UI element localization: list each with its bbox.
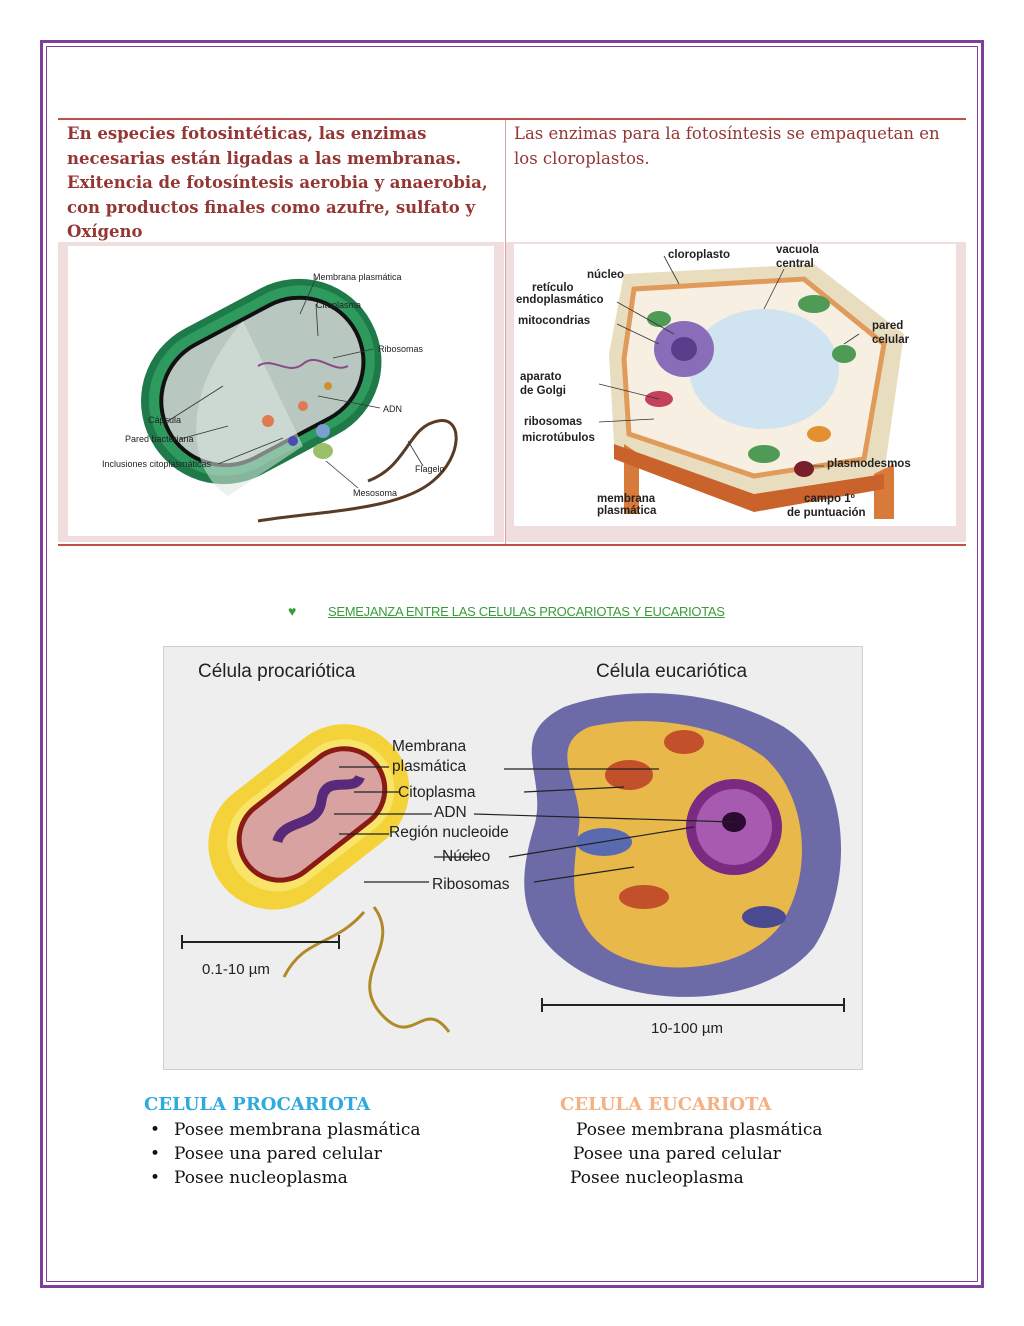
label-mesosoma: Mesosoma	[353, 488, 397, 498]
label-central: central	[776, 258, 814, 270]
list-item-text: Posee nucleoplasma	[174, 1168, 348, 1188]
scale-procariota: 0.1-10 µm	[202, 961, 270, 978]
table-top-rule	[58, 118, 966, 120]
list-item-text: Posee una pared celular	[174, 1144, 382, 1164]
table-bottom-rule	[58, 544, 966, 546]
label-flagelo: Flagelo	[415, 464, 445, 474]
label-region-nucleoide: Región nucleoide	[389, 824, 509, 841]
label-adn: ADN	[383, 404, 402, 414]
label-membrana-plasmatica: Membrana plasmática	[313, 272, 402, 282]
section-heading-text: SEMEJANZA ENTRE LAS CELULAS PROCARIOTAS …	[328, 604, 725, 619]
label-membrana: membrana	[597, 493, 656, 505]
label-campo: campo 1º	[804, 493, 855, 505]
label-cloroplasto: cloroplasto	[668, 249, 730, 261]
table-cell-prokaryote-text: En especies fotosintéticas, las enzimas …	[67, 122, 492, 245]
label-ribosomas: Ribosomas	[378, 344, 424, 354]
label-celular: celular	[872, 334, 910, 346]
label-ribosomas-fig: Ribosomas	[432, 876, 510, 893]
label-ribosomas-plant: ribosomas	[524, 416, 582, 428]
label-citoplasma: Citoplasma	[316, 300, 361, 310]
table-cell-eukaryote-text: Las enzimas para la fotosíntesis se empa…	[514, 122, 954, 171]
title-procariotica: Célula procariótica	[198, 661, 356, 682]
scale-eucariota: 10-100 µm	[651, 1020, 723, 1037]
label-vacuola: vacuola	[776, 244, 819, 256]
list-item-text: Posee membrana plasmática	[174, 1120, 421, 1140]
bullet-icon: •	[150, 1142, 160, 1166]
bullet-icon: •	[150, 1166, 160, 1190]
list-item: • Posee membrana plasmática	[144, 1118, 421, 1142]
list-item: • Posee una pared celular	[144, 1142, 421, 1166]
label-plasmatica: plasmática	[597, 505, 657, 517]
plant-cell-diagram: cloroplasto vacuola central núcleo retíc…	[514, 244, 956, 526]
label-citoplasma-fig: Citoplasma	[398, 784, 476, 801]
list-eucariota-item-1: Posee membrana plasmática	[576, 1118, 823, 1142]
label-inclusiones: Inclusiones citoplasmáticas	[102, 459, 212, 469]
label-aparato: aparato	[520, 371, 562, 383]
label-capsula: Cápsula	[148, 415, 181, 425]
heading-celula-eucariota: CELULA EUCARIOTA	[560, 1094, 771, 1115]
label-pared: pared	[872, 320, 903, 332]
label-mitocondrias: mitocondrias	[518, 315, 590, 327]
label-plasmatica-fig: plasmática	[392, 758, 466, 775]
label-pared-bacteriana: Pared bacteriana	[125, 434, 194, 444]
title-eucariotica: Célula eucariótica	[596, 661, 747, 682]
label-nucleo: núcleo	[587, 269, 624, 281]
label-de-puntuacion: de puntuación	[787, 507, 866, 519]
label-membrana-fig: Membrana	[392, 738, 466, 755]
label-endoplasmatico: endoplasmático	[516, 294, 604, 306]
label-nucleo-fig: Núcleo	[442, 848, 490, 865]
list-procariota: • Posee membrana plasmática • Posee una pa…	[144, 1118, 421, 1190]
label-adn-fig: ADN	[434, 804, 467, 821]
list-item: • Posee nucleoplasma	[144, 1166, 421, 1190]
label-reticulo: retículo	[532, 282, 574, 294]
list-eucariota-item-2: Posee una pared celular	[573, 1142, 781, 1166]
label-plasmodesmos: plasmodesmos	[827, 458, 911, 470]
heart-bullet-icon: ♥	[288, 603, 328, 619]
section-heading: ♥SEMEJANZA ENTRE LAS CELULAS PROCARIOTAS…	[288, 603, 725, 619]
list-eucariota-item-3: Posee nucleoplasma	[570, 1166, 744, 1190]
label-microtubulos: microtúbulos	[522, 432, 595, 444]
bacterium-diagram: Membrana plasmática Citoplasma Ribosomas…	[68, 246, 494, 536]
bullet-icon: •	[150, 1118, 160, 1142]
label-de-golgi: de Golgi	[520, 385, 566, 397]
comparison-figure: Célula procariótica Célula eucariótica 0…	[163, 646, 863, 1070]
heading-celula-procariota: CELULA PROCARIOTA	[144, 1094, 370, 1115]
